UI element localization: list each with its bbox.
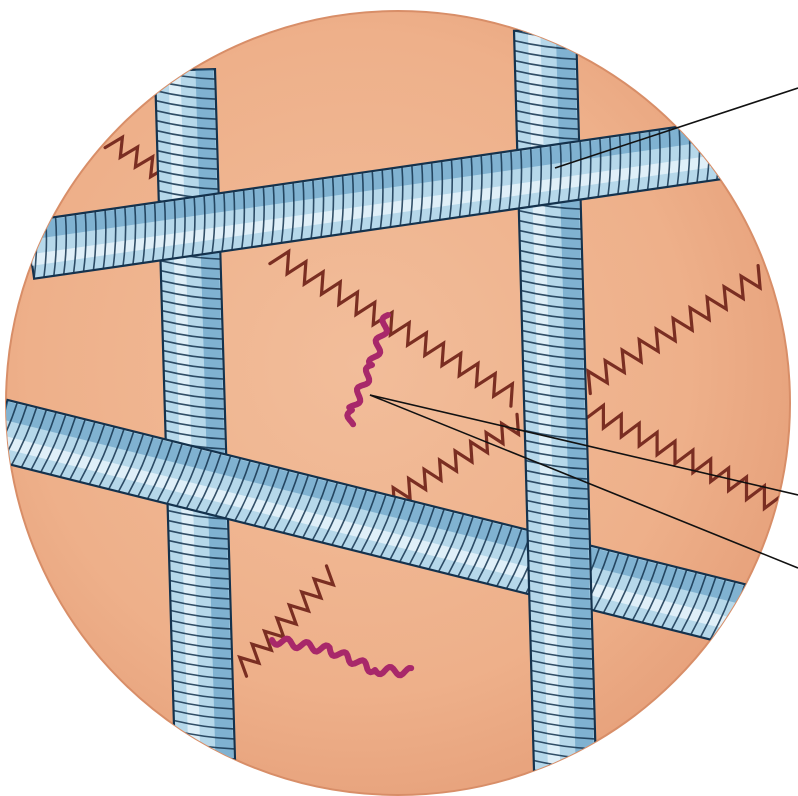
connective-tissue-illustration xyxy=(0,0,798,796)
